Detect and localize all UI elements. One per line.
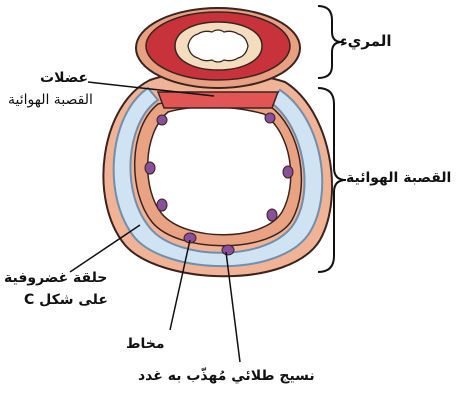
- gland: [145, 162, 155, 174]
- cartilage-label-line2: على شكل C: [24, 292, 108, 310]
- cartilage-label-line1: حلقة غضروفية: [4, 270, 107, 288]
- epithelium-label: نسيج طلائي مُهذّب به غدد: [138, 368, 315, 386]
- mucosa-label: مخاط: [126, 336, 165, 354]
- gland: [283, 166, 293, 178]
- trachea-label: القصبة الهوائية: [346, 170, 451, 188]
- trachealis-muscle: [158, 92, 278, 108]
- gland: [157, 199, 167, 211]
- gland: [267, 209, 277, 221]
- gland: [222, 245, 234, 255]
- gland: [265, 113, 275, 123]
- esophagus-lumen: [188, 30, 248, 62]
- trachealis-label-line2: القصبة الهوائية: [8, 92, 93, 110]
- trachealis-label-line1: عضلات: [40, 70, 88, 88]
- esophagus-brace: [318, 6, 342, 78]
- esophagus-label: المريء: [340, 32, 392, 51]
- gland: [157, 115, 167, 125]
